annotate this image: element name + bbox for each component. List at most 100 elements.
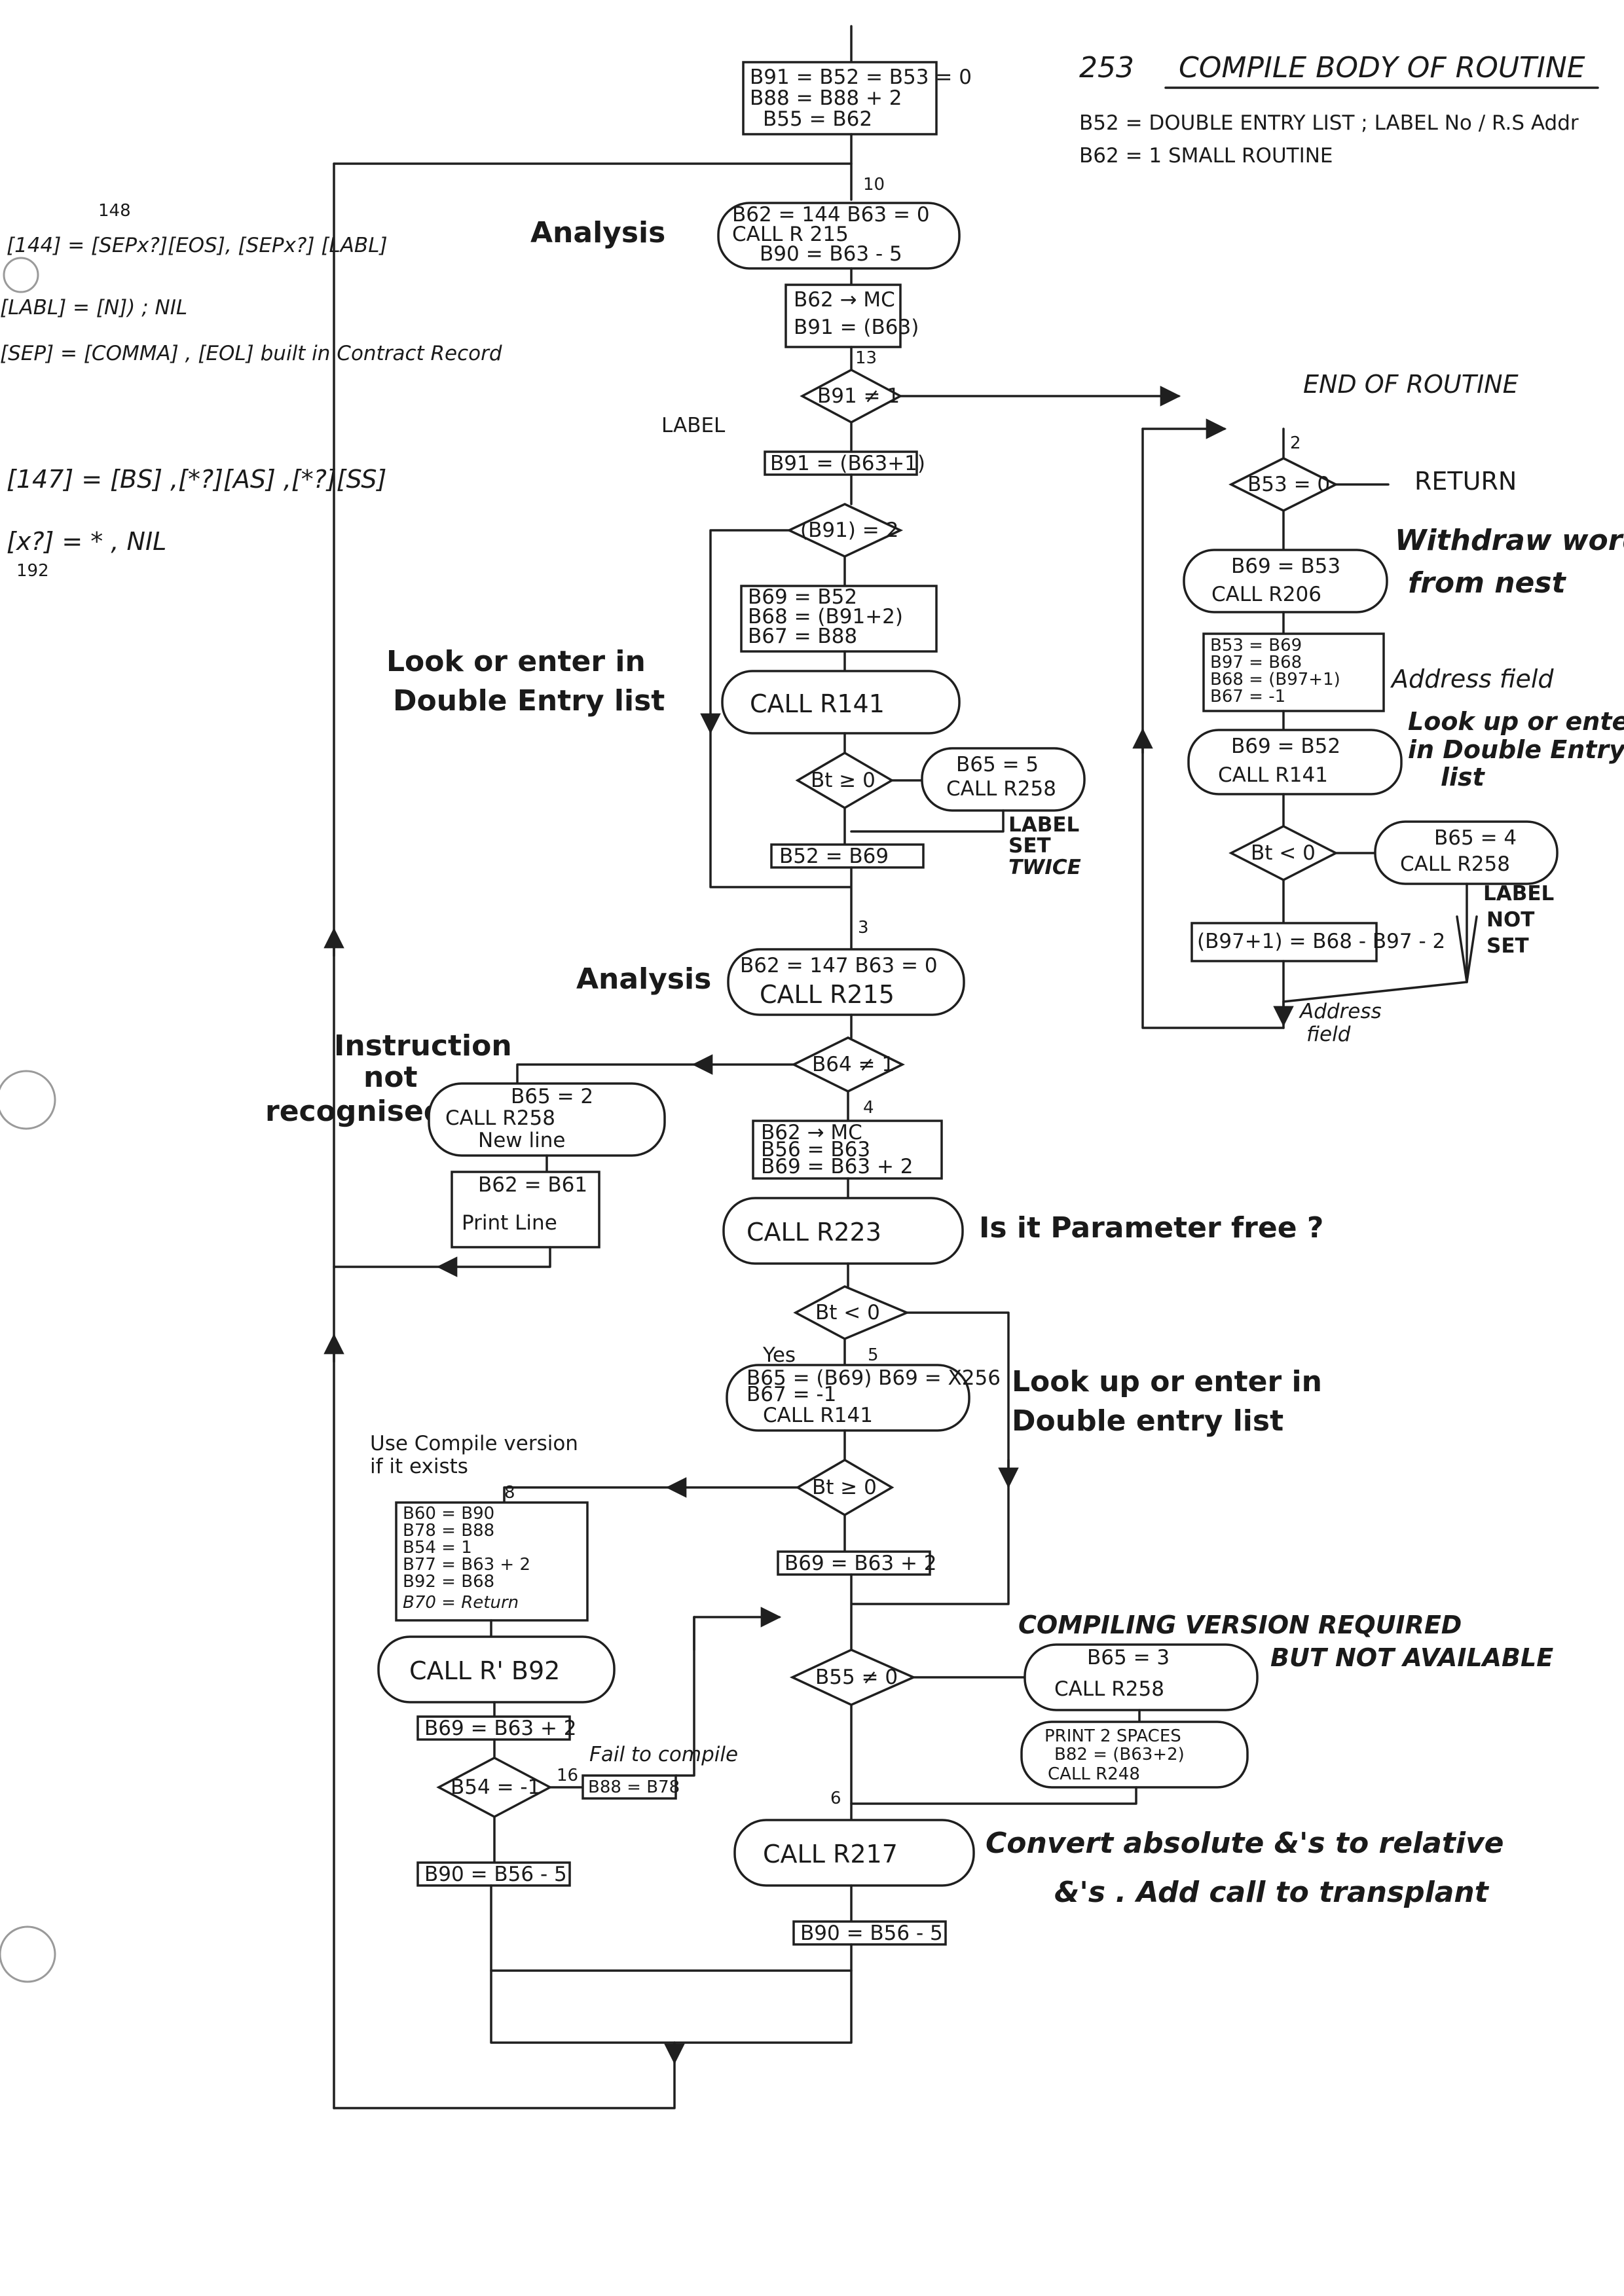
err5-line-2: CALL R258 <box>946 777 1056 801</box>
convert-2: &'s . Add call to transplant <box>1054 1876 1490 1909</box>
setup141-box <box>740 585 938 653</box>
hole-punch-3 <box>0 1925 56 1983</box>
print2-line-3: CALL R248 <box>1048 1764 1140 1784</box>
lookup-enter2-2: in Double Entry <box>1408 735 1624 764</box>
label-not-set-1: LABEL <box>1483 882 1554 905</box>
init-line-1: B91 = B52 = B53 = 0 <box>750 65 972 89</box>
node-2: 2 <box>1290 433 1301 453</box>
b90a-text: B90 = B56 - 5 <box>424 1863 567 1886</box>
analysis1-line-2: CALL R 215 <box>732 223 849 246</box>
label-set-twice-3: TWICE <box>1008 856 1081 879</box>
d5-right-line <box>906 1311 1010 1487</box>
address-field: Address field <box>1390 665 1554 693</box>
label-set-twice-2: SET <box>1008 834 1051 858</box>
b97-box <box>1190 922 1378 962</box>
printline-return <box>436 1246 551 1277</box>
d3-text: Bt ≥ 0 <box>811 769 876 792</box>
callb92-text: CALL R' B92 <box>409 1656 560 1685</box>
grammar-rule-x: [x?] = * , NIL <box>7 527 166 556</box>
call223-text: CALL R223 <box>747 1218 881 1247</box>
cs-line-1: B60 = B90 <box>403 1504 494 1523</box>
callb92-box <box>377 1635 616 1704</box>
lookup2-box <box>726 1364 970 1432</box>
lookup3-line-2: CALL R141 <box>1218 763 1328 787</box>
b88-box <box>581 1774 677 1800</box>
page-title: COMPILE BODY OF ROUTINE <box>1179 51 1585 84</box>
cs-line-4: B77 = B63 + 2 <box>403 1555 530 1575</box>
err4-line-1: B65 = 4 <box>1434 826 1517 850</box>
grammar-rule-label: [LABL] = [N]) ; NIL <box>0 296 187 319</box>
cs-line-3: B54 = 1 <box>403 1538 472 1558</box>
instr-not-1: Instruction <box>334 1029 512 1063</box>
lookup-enter-a: Look up or enter in <box>1012 1365 1322 1398</box>
lookup-enter2-3: list <box>1441 763 1486 792</box>
node-5: 5 <box>868 1345 879 1365</box>
cs-line-5: B92 = B68 <box>403 1572 494 1592</box>
analysis-label-1: Analysis <box>530 216 665 249</box>
mc2-line-3: B69 = B63 + 2 <box>761 1155 913 1178</box>
call223-box <box>722 1197 964 1265</box>
analysis2-line-2: CALL R215 <box>760 980 895 1009</box>
printline-box <box>451 1171 600 1248</box>
right-col-loop <box>1141 428 1285 1029</box>
b88-text: B88 = B78 <box>588 1777 680 1797</box>
label-not-set-3: SET <box>1486 934 1529 958</box>
call217-text: CALL R217 <box>763 1840 898 1868</box>
label-set-twice-1: LABEL <box>1008 813 1079 837</box>
withdraw-line-1: B69 = B53 <box>1231 555 1340 578</box>
grammar-superscript: 148 <box>98 201 131 221</box>
grammar-rule-sep: [SEP] = [COMMA] , [EOL] built in Contrac… <box>0 342 502 365</box>
withdraw-line-2: CALL R206 <box>1211 583 1321 606</box>
mc1-box <box>784 283 902 348</box>
cs-line-6: B70 = Return <box>403 1593 519 1613</box>
addr-line-4: B67 = -1 <box>1210 687 1285 706</box>
mc2-box <box>752 1120 943 1180</box>
grammar-rule-147: [147] = [BS] ,[*?][AS] ,[*?][SS] <box>7 465 386 494</box>
fail-compile-line <box>674 1616 695 1777</box>
print2-return <box>850 1786 1137 1805</box>
use-compile-2: if it exists <box>370 1455 468 1478</box>
node-13: 13 <box>855 348 877 368</box>
init-line-2: B88 = B88 + 2 <box>750 86 902 110</box>
label-set-box <box>764 450 918 476</box>
lookup2-line-1: B65 = (B69) B69 = X256 <box>747 1366 1001 1390</box>
b69b-text: B69 = B63 + 2 <box>424 1717 577 1740</box>
bottom-loop <box>333 2041 676 2109</box>
address-field2-2: field <box>1306 1023 1351 1046</box>
err2-line-3: New line <box>478 1129 565 1152</box>
param-free: Is it Parameter free ? <box>979 1211 1323 1245</box>
return-label: RETURN <box>1414 467 1517 496</box>
print2-line-1: PRINT 2 SPACES <box>1044 1726 1181 1746</box>
analysis2-box <box>727 948 965 1016</box>
node-3: 3 <box>858 918 869 938</box>
lookup3-line-1: B69 = B52 <box>1231 735 1340 758</box>
err4-line-2: CALL R258 <box>1400 852 1510 876</box>
err3-line-1: B65 = 3 <box>1087 1646 1170 1669</box>
hole-punch-2 <box>0 1070 56 1130</box>
merge-line-2 <box>850 1485 1010 1651</box>
compile-setup-box <box>395 1501 589 1622</box>
lookup-enter2-1: Look up or enter <box>1408 707 1624 736</box>
lookup2-line-3: CALL R141 <box>763 1404 873 1427</box>
withdraw-word-2: from nest <box>1408 566 1567 600</box>
addr-box <box>1202 632 1385 712</box>
err2-line-1: B65 = 2 <box>511 1085 593 1108</box>
addr-line-3: B68 = (B97+1) <box>1210 670 1340 689</box>
printline-line-1: B62 = B61 <box>478 1173 587 1197</box>
setup141-line-2: B68 = (B91+2) <box>748 605 903 629</box>
d2-text: (B91) = 2 <box>800 519 898 542</box>
address-field2-1: Address <box>1299 1000 1382 1023</box>
b90a-box <box>416 1861 571 1887</box>
yes-label: Yes <box>762 1343 796 1367</box>
instr-not-3: recognised <box>265 1095 444 1128</box>
print2-box <box>1020 1721 1249 1789</box>
d10-text: Bt < 0 <box>1251 841 1316 865</box>
node-8: 8 <box>504 1483 515 1503</box>
mc2-line-1: B62 → MC <box>761 1121 862 1144</box>
header-note-1: B52 = DOUBLE ENTRY LIST ; LABEL No / R.S… <box>1079 111 1579 135</box>
b52-box <box>770 843 925 869</box>
call141a-text: CALL R141 <box>750 689 885 718</box>
err2-line-2: CALL R258 <box>445 1106 555 1130</box>
lookup-enter-b: Double entry list <box>1012 1404 1283 1438</box>
